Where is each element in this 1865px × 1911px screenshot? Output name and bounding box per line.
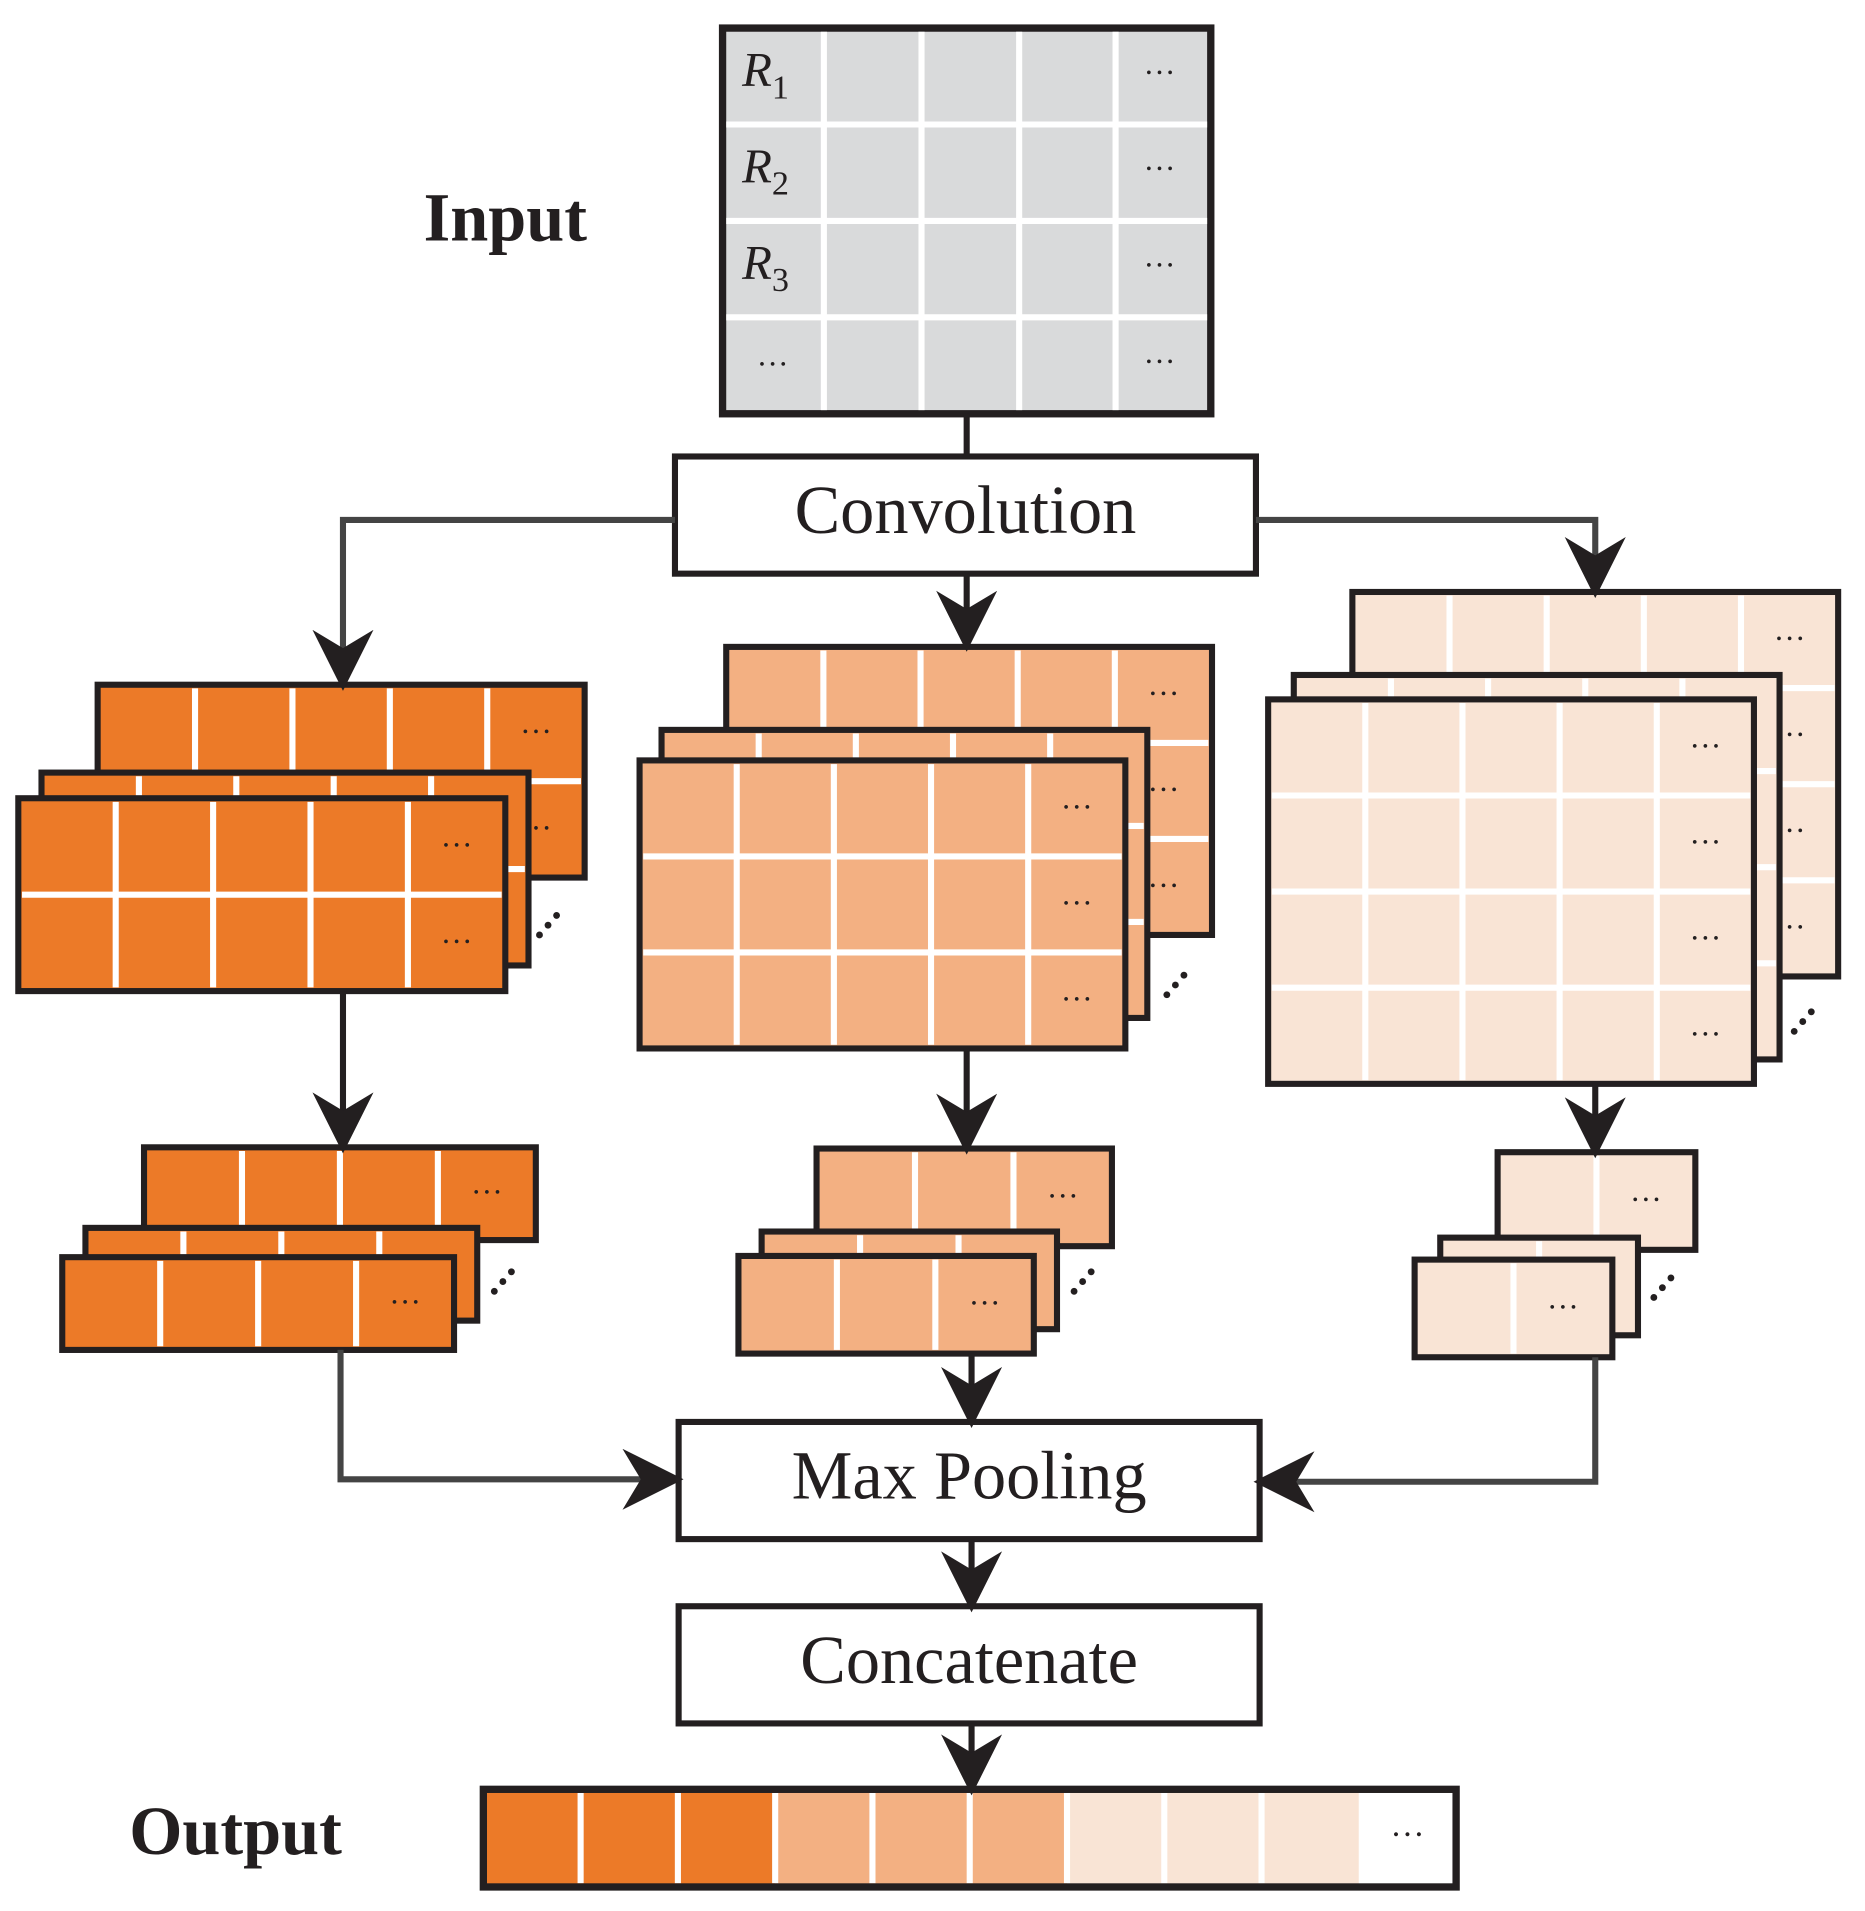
pooled-mid-front: … [735, 1252, 1037, 1357]
ellipsis-label: … [1630, 1173, 1662, 1208]
feature-map-dark-front: …… [15, 795, 509, 995]
ellipsis-label: … [1390, 1807, 1424, 1844]
ellipsis-label: … [1144, 142, 1176, 177]
output-title: Output [129, 1793, 342, 1869]
ellipsis-label: … [969, 1277, 1001, 1312]
ellipsis-label: … [1547, 1280, 1579, 1315]
ellipsis-label: … [471, 1166, 503, 1201]
stack-dots-light [1790, 1008, 1815, 1035]
pooled-light-back: … [1494, 1149, 1699, 1253]
ellipsis-label: … [1774, 612, 1806, 647]
convolution-box: Convolution [671, 453, 1259, 577]
convolution-box-label: Convolution [795, 472, 1137, 548]
ellipsis-label: … [1144, 335, 1176, 370]
ellipsis-label: … [1689, 816, 1721, 851]
stack-dots-dark [536, 911, 560, 939]
ellipsis-label: … [1689, 719, 1721, 754]
row-label-ellipsis: … [757, 338, 789, 373]
ellipsis-label: … [1061, 972, 1093, 1007]
ellipsis-label: … [1689, 912, 1721, 947]
pooled-left-to-maxpool-arrow [337, 1349, 684, 1510]
ellipsis-label: … [1148, 859, 1180, 894]
pooled-dark-back: … [140, 1144, 539, 1244]
pooled-dots-mid [1070, 1268, 1095, 1295]
ellipsis-label: … [1689, 1008, 1721, 1043]
ellipsis-label: … [1061, 780, 1093, 815]
ellipsis-label: … [1144, 46, 1176, 81]
ellipsis-label: … [1047, 1169, 1079, 1204]
pooled-dots-dark [490, 1268, 515, 1295]
ellipsis-label: … [1148, 763, 1180, 798]
feature-map-light-front: … … … … [1265, 696, 1757, 1087]
convolution-to-left-arrow [312, 516, 675, 691]
ellipsis-label: … [441, 915, 473, 950]
concatenate-box-label: Concatenate [800, 1622, 1138, 1698]
pooled-right-to-maxpool-arrow [1253, 1357, 1599, 1513]
max-pooling-box: Max Pooling [675, 1418, 1263, 1543]
concatenate-box: Concatenate [675, 1603, 1263, 1727]
ellipsis-label: … [441, 818, 473, 853]
ellipsis-label: … [1148, 667, 1180, 702]
ellipsis-label: … [1061, 876, 1093, 911]
max-pooling-box-label: Max Pooling [792, 1438, 1147, 1514]
ellipsis-label: … [389, 1276, 421, 1311]
ellipsis-label: … [1144, 239, 1176, 274]
pooled-light-front: … [1411, 1256, 1616, 1361]
stack-dots-mid [1163, 971, 1188, 999]
pooled-dark-front: … [59, 1254, 458, 1353]
feature-map-mid-front: … … … [636, 757, 1129, 1052]
input-matrix: R1…R2…R3……… [718, 24, 1215, 418]
input-title: Input [424, 179, 588, 255]
ellipsis-label: … [520, 705, 552, 740]
convolution-to-right-arrow [1255, 516, 1626, 599]
pooled-dots-light [1650, 1274, 1675, 1301]
output-vector: … [479, 1785, 1460, 1891]
